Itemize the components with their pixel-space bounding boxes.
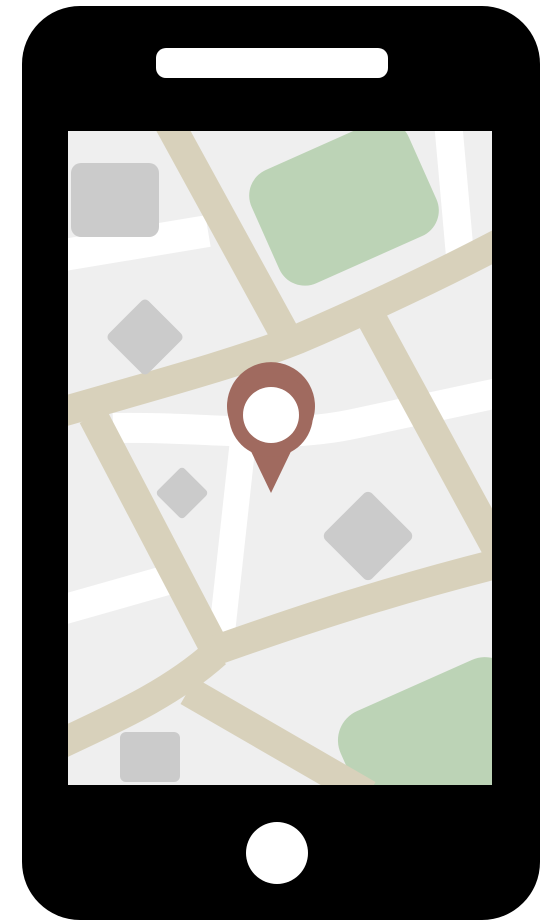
road-lower-arc: [202, 549, 492, 668]
location-pin-icon[interactable]: [227, 362, 315, 493]
street-upper-right: [434, 131, 474, 258]
road-right-diagonal: [359, 313, 492, 559]
pin-center: [243, 387, 299, 443]
street-lower-left: [68, 562, 183, 624]
road-bottom-left: [68, 641, 227, 757]
phone-speaker: [156, 48, 388, 78]
building-bottom-left: [120, 732, 180, 782]
building-diamond-left: [107, 299, 183, 375]
park-bottom-right: [337, 657, 492, 785]
road-left-diagonal: [79, 409, 230, 658]
main-roads: [68, 131, 492, 785]
road-bottom-diagonal: [180, 678, 376, 785]
park-top-right: [249, 131, 439, 286]
map-view[interactable]: [68, 131, 492, 785]
parks: [249, 131, 492, 785]
road-upper-arc: [68, 230, 492, 426]
building-diamond-small: [156, 467, 208, 519]
street-center-vertical: [207, 429, 257, 653]
building-top-left: [71, 163, 159, 237]
phone-screen: [68, 131, 492, 785]
home-button[interactable]: [246, 822, 308, 884]
buildings: [71, 163, 413, 782]
street-upper-left: [68, 215, 211, 271]
building-diamond-right: [323, 491, 413, 581]
road-diagonal-top: [156, 131, 297, 339]
